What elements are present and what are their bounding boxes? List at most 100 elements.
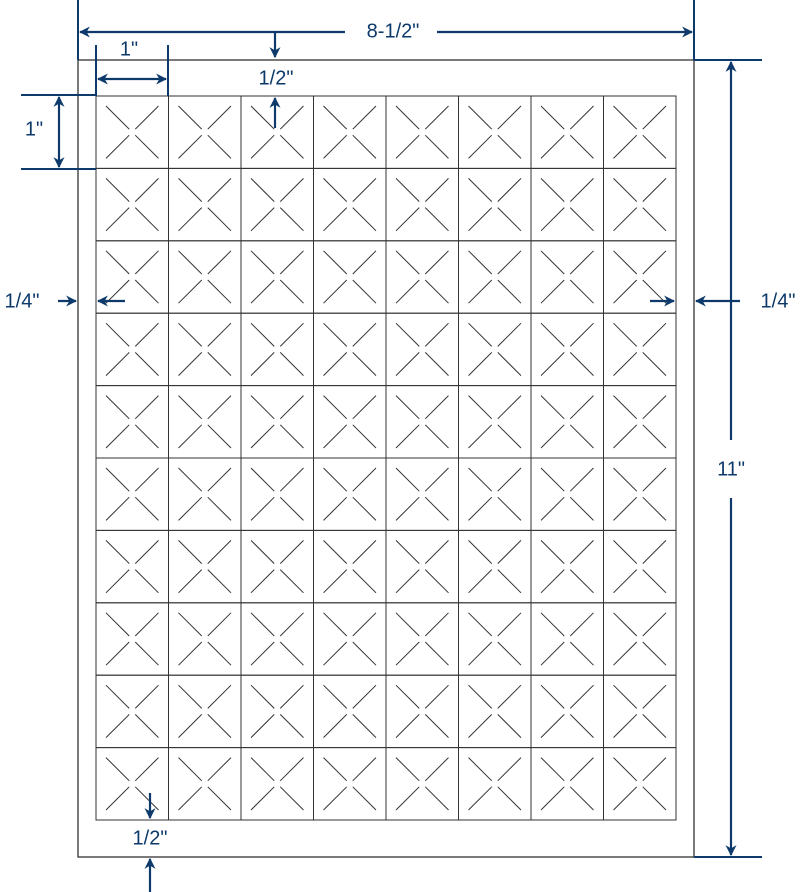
x-icon — [468, 178, 522, 232]
label-cell — [458, 457, 532, 531]
x-icon — [468, 395, 522, 449]
label-cell — [240, 529, 314, 604]
label-cell — [313, 674, 387, 749]
label-cell — [95, 385, 169, 459]
label-cell — [95, 312, 169, 387]
label-cell — [313, 602, 387, 676]
x-icon — [323, 322, 377, 376]
page-height-dimension: 11" — [694, 59, 762, 858]
label-cell — [240, 674, 314, 749]
x-icon — [250, 540, 304, 594]
label-cell — [458, 167, 532, 242]
x-icon — [540, 322, 594, 376]
label-cell — [603, 95, 677, 169]
label-cell — [168, 95, 242, 169]
label-cell — [168, 602, 242, 676]
x-icon — [395, 322, 449, 376]
label-cell — [385, 240, 459, 314]
x-icon — [323, 757, 377, 811]
x-icon — [468, 467, 522, 521]
x-icon — [395, 757, 449, 811]
x-icon — [613, 540, 667, 594]
x-icon — [468, 322, 522, 376]
x-icon — [178, 105, 232, 159]
x-icon — [178, 322, 232, 376]
bottom-margin-label: 1/2" — [133, 827, 168, 849]
x-icon — [613, 684, 667, 738]
label-cell — [458, 95, 532, 169]
label-cell — [95, 529, 169, 604]
x-icon — [468, 250, 522, 304]
left-margin-label: 1/4" — [5, 290, 40, 312]
label-cell — [603, 167, 677, 242]
x-icon — [178, 467, 232, 521]
x-icon — [105, 178, 159, 232]
label-cell — [313, 240, 387, 314]
x-icon — [178, 250, 232, 304]
label-cell — [603, 747, 677, 821]
label-cell — [95, 674, 169, 749]
x-icon — [323, 105, 377, 159]
x-icon — [540, 612, 594, 666]
x-icon — [540, 540, 594, 594]
label-cell — [603, 240, 677, 314]
label-cell — [530, 602, 604, 676]
x-icon — [323, 612, 377, 666]
x-icon — [540, 757, 594, 811]
label-cell — [168, 167, 242, 242]
label-cell — [385, 457, 459, 531]
x-icon — [468, 612, 522, 666]
x-icon — [323, 540, 377, 594]
right-margin-label: 1/4" — [761, 290, 796, 312]
label-height-dimension: 1" — [21, 94, 96, 170]
x-icon — [250, 757, 304, 811]
x-icon — [613, 105, 667, 159]
x-icon — [323, 467, 377, 521]
top-margin-dimension: 1/2" — [259, 32, 293, 128]
x-icon — [540, 105, 594, 159]
label-cell — [530, 457, 604, 531]
x-icon — [105, 684, 159, 738]
x-icon — [250, 178, 304, 232]
x-icon — [613, 250, 667, 304]
x-icon — [540, 395, 594, 449]
x-icon — [613, 178, 667, 232]
label-cell — [168, 674, 242, 749]
x-icon — [468, 757, 522, 811]
x-icon — [178, 612, 232, 666]
x-icon — [395, 250, 449, 304]
x-icon — [395, 178, 449, 232]
label-cell — [168, 457, 242, 531]
x-icon — [105, 322, 159, 376]
label-cell — [168, 747, 242, 821]
left-margin-dimension: 1/4" — [5, 290, 125, 312]
label-cell — [240, 95, 314, 169]
x-icon — [395, 540, 449, 594]
right-margin-dimension: 1/4" — [650, 290, 795, 312]
x-icon — [178, 757, 232, 811]
x-icon — [250, 467, 304, 521]
label-cell — [603, 674, 677, 749]
x-icon — [395, 684, 449, 738]
label-cell — [168, 385, 242, 459]
label-cell — [385, 674, 459, 749]
label-cell — [530, 240, 604, 314]
x-icon — [250, 612, 304, 666]
x-icon — [250, 105, 304, 159]
x-icon — [105, 757, 159, 811]
x-icon — [395, 612, 449, 666]
page-outline — [77, 59, 695, 858]
page-width-label: 8-1/2" — [367, 20, 420, 42]
label-cell — [240, 457, 314, 531]
x-icon — [613, 467, 667, 521]
label-cell — [530, 529, 604, 604]
label-cell — [385, 529, 459, 604]
label-grid — [95, 95, 677, 821]
x-icon — [540, 250, 594, 304]
label-cell — [240, 602, 314, 676]
label-cell — [385, 167, 459, 242]
label-cell — [385, 312, 459, 387]
label-cell — [313, 95, 387, 169]
label-cell — [530, 312, 604, 387]
label-cell — [458, 312, 532, 387]
